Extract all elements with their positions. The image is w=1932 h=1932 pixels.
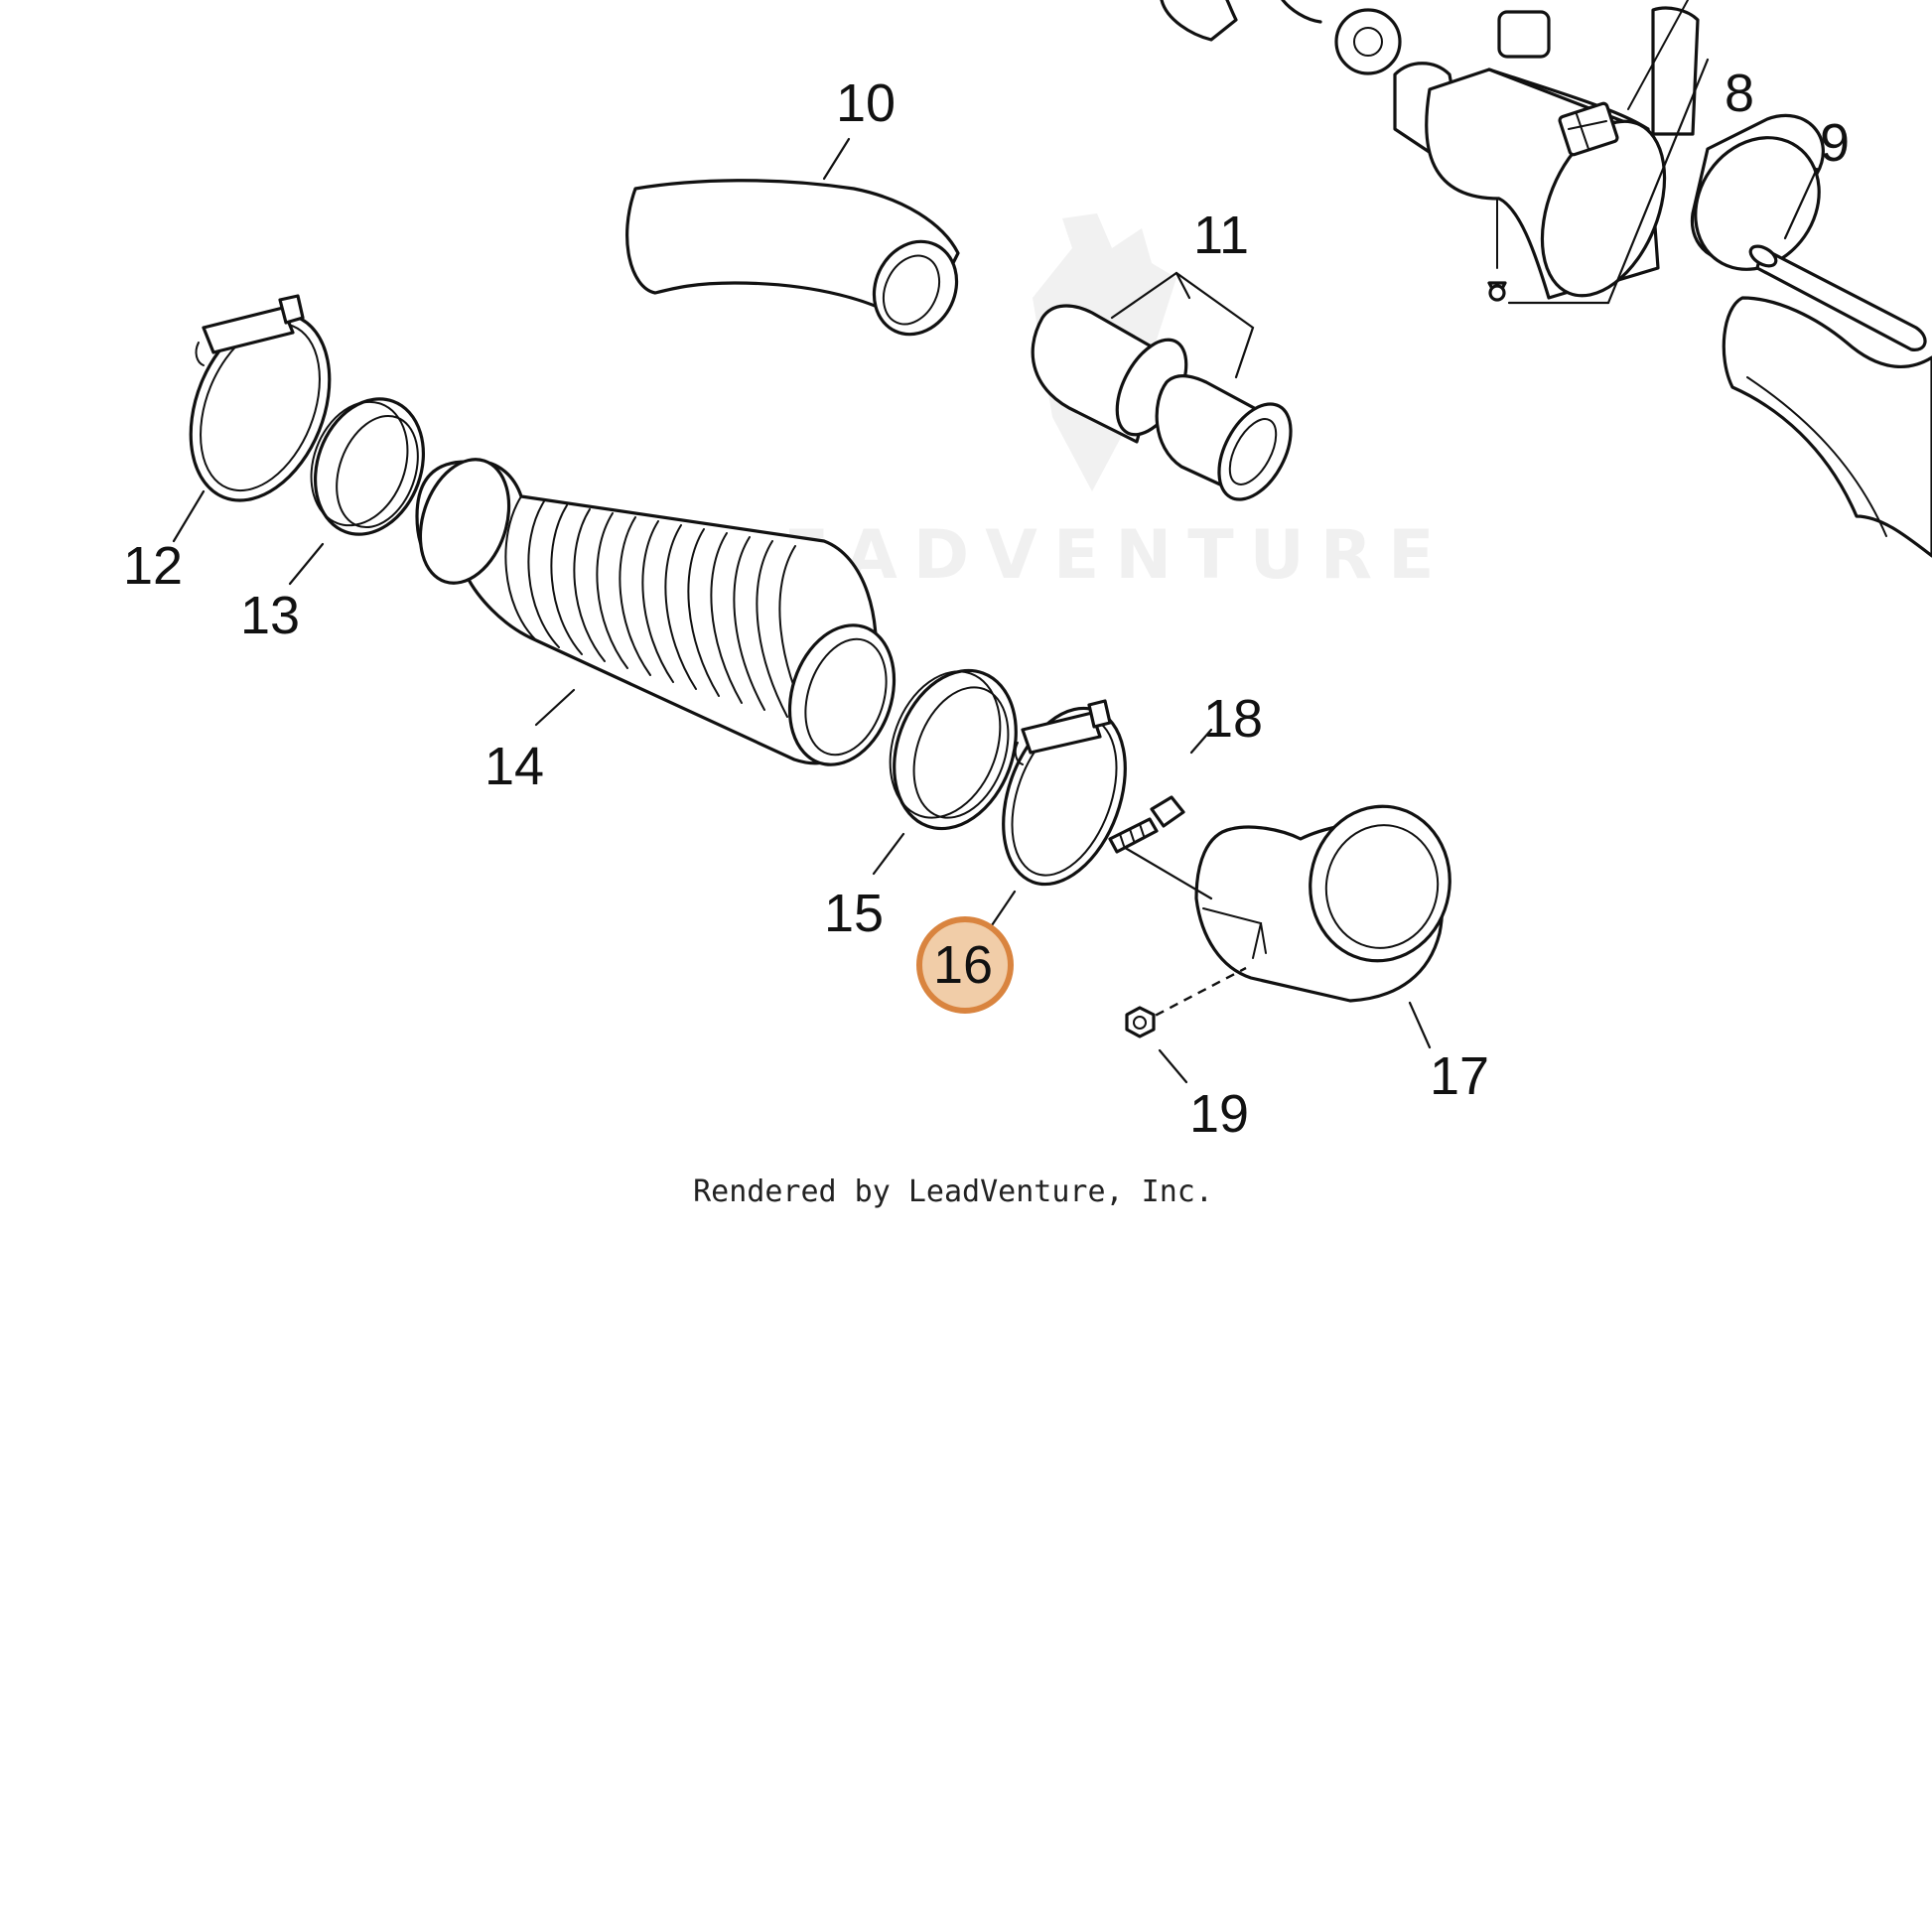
part-16-hose-clamp [1002, 699, 1127, 887]
render-credit: Rendered by LeadVenture, Inc. [693, 1174, 1213, 1209]
part-19-nut [1125, 1006, 1156, 1038]
part-9-tube [1722, 244, 1932, 558]
part-13-ring [310, 397, 426, 536]
callout-17[interactable]: 17 [1430, 1046, 1489, 1106]
part-11-couplers [1031, 304, 1293, 501]
callout-18[interactable]: 18 [1203, 689, 1263, 749]
callout-16[interactable]: 16 [933, 935, 993, 995]
callout-19[interactable]: 19 [1189, 1084, 1249, 1144]
callout-13[interactable]: 13 [240, 586, 300, 645]
callout-9[interactable]: 9 [1820, 113, 1850, 173]
part-17-elbow [1194, 804, 1451, 1003]
part-15-ring [889, 668, 1018, 831]
leader-lines [172, 58, 1819, 1084]
callout-10[interactable]: 10 [836, 73, 896, 133]
part-12-hose-clamp [189, 294, 332, 502]
callout-11[interactable]: 11 [1193, 206, 1249, 265]
callout-16-highlight [916, 916, 1014, 1014]
part-14-bellows-hose [415, 458, 897, 766]
part-8-filter-housing [1160, 0, 1825, 302]
callout-12[interactable]: 12 [123, 536, 183, 596]
callouts: 8 9 10 11 12 13 14 15 16 17 18 19 [123, 64, 1850, 1144]
callout-15[interactable]: 15 [824, 884, 884, 943]
callout-14[interactable]: 14 [484, 737, 544, 796]
callout-8[interactable]: 8 [1725, 64, 1754, 123]
part-10-curved-hose [625, 179, 960, 337]
part-18-bolt [1108, 795, 1185, 854]
